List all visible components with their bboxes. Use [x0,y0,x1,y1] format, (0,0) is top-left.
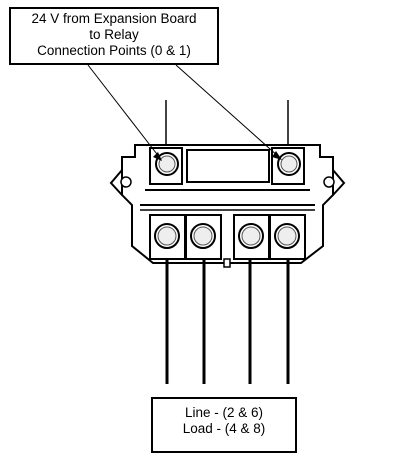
control-terminal-1 [271,147,305,185]
arrowhead-right [272,151,282,160]
leader-line-right [175,64,280,158]
leader-line-left [87,64,161,159]
center-nub [223,258,231,268]
control-terminal-0 [149,147,183,185]
callout-control-input: 24 V from Expansion Board to Relay Conne… [9,7,219,65]
mounting-ear-right [332,169,346,196]
mounting-hole-right [323,176,335,188]
power-terminal-8 [269,214,306,260]
callout-line-load: Line - (2 & 6) Load - (4 & 8) [151,397,297,453]
mounting-ear-left [109,169,123,196]
label-window [186,149,270,183]
power-terminal-4 [185,214,222,260]
callout-top-line-3: Connection Points (0 & 1) [37,43,191,58]
callout-top-line-1: 24 V from Expansion Board [31,11,197,26]
callout-bottom-line-2: Load - (4 & 8) [182,421,266,436]
power-terminal-2 [149,214,186,260]
callout-top-line-2: to Relay [89,27,139,42]
callout-bottom-line-1: Line - (2 & 6) [184,405,264,420]
mounting-hole-left [120,176,132,188]
arrowhead-left [153,152,162,161]
power-terminal-6 [233,214,270,260]
